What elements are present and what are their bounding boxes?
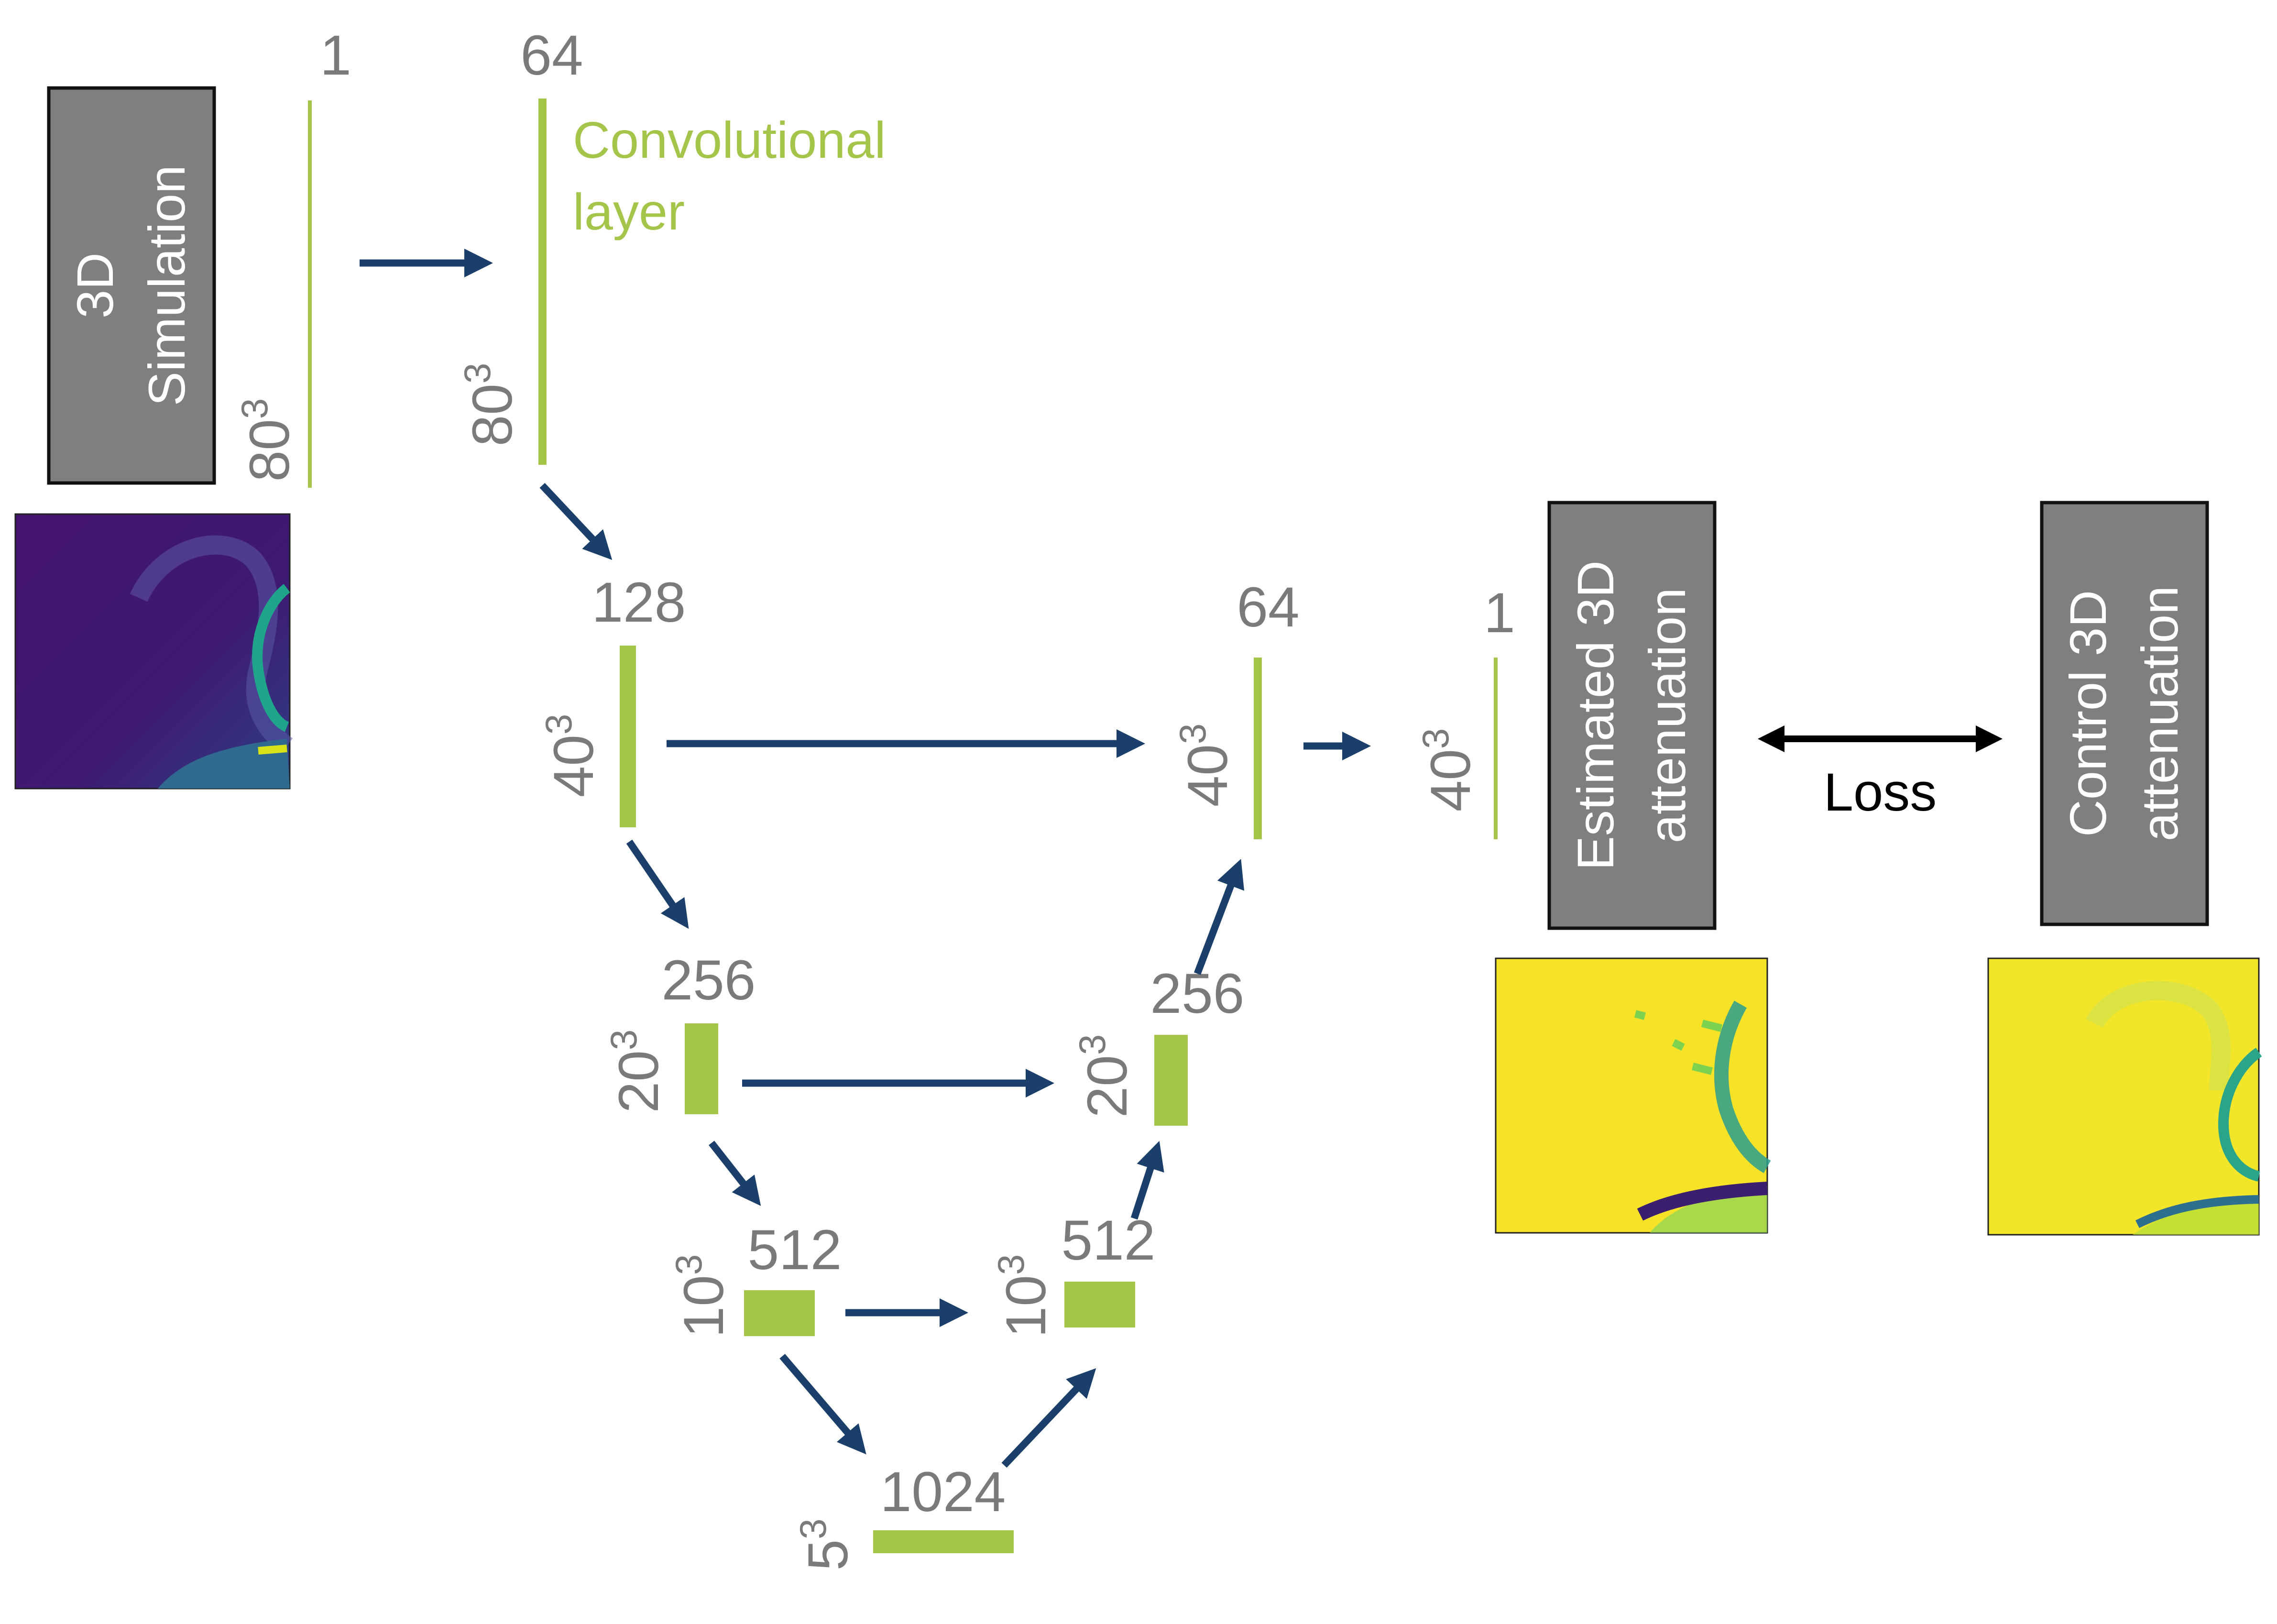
- input-box-label-line: 3D: [66, 252, 124, 318]
- loss-label: Loss: [1824, 762, 1937, 822]
- layer-up3: 512 103: [990, 1209, 1155, 1338]
- layer-down3-size: 103: [668, 1254, 735, 1338]
- size-base: 40: [1419, 749, 1482, 812]
- input-slice-image: [14, 513, 293, 790]
- input-box-label-line: Simulation: [138, 165, 196, 406]
- layer-up1-size: 403: [1171, 724, 1239, 807]
- arrow-conv1-to-down1: [539, 483, 613, 560]
- size-base: 40: [542, 735, 605, 797]
- arrow-bottleneck-to-up3: [1001, 1368, 1096, 1468]
- legend-convolutional-layer: Convolutional layer: [573, 111, 886, 241]
- layer-down1-size: 403: [537, 714, 605, 798]
- arrow-up2-to-up1: [1193, 858, 1245, 975]
- arrow-down2-to-down3: [709, 1141, 761, 1206]
- layer-bottleneck-size: 53: [792, 1518, 860, 1570]
- layer-conv1-channels: 64: [520, 24, 583, 87]
- layer-down1: 128 403: [537, 571, 686, 827]
- layer-conv1: 64 803: [456, 24, 583, 465]
- layer-output: 1 403: [1414, 582, 1515, 839]
- layer-up1: 64 403: [1171, 576, 1300, 839]
- size-base: 80: [238, 419, 301, 482]
- layer-up2-size: 203: [1071, 1034, 1139, 1118]
- legend-line: Convolutional: [573, 111, 886, 169]
- size-exponent: 3: [602, 1030, 645, 1050]
- size-exponent: 3: [1071, 1034, 1113, 1055]
- layer-down1-channels: 128: [592, 571, 686, 634]
- layer-up1-channels: 64: [1237, 576, 1299, 639]
- layer-down3: 512 103: [668, 1218, 842, 1338]
- size-exponent: 3: [456, 363, 498, 384]
- layer-input-channels: 1: [320, 24, 351, 87]
- size-exponent: 3: [792, 1518, 834, 1539]
- layer-down2-channels: 256: [662, 949, 756, 1012]
- size-base: 20: [1076, 1055, 1139, 1118]
- size-exponent: 3: [537, 714, 580, 735]
- layer-down3-channels: 512: [748, 1218, 842, 1282]
- size-base: 10: [995, 1275, 1058, 1338]
- layer-down2: 256 203: [602, 949, 755, 1114]
- layer-bottleneck-channels: 1024: [880, 1460, 1006, 1524]
- layer-input-size: 803: [233, 398, 301, 482]
- layer-output-size: 403: [1414, 728, 1482, 812]
- legend-line: layer: [573, 183, 685, 241]
- size-base: 80: [461, 384, 524, 446]
- layer-up3-size: 103: [990, 1254, 1058, 1338]
- arrow-down1-to-down2: [626, 839, 689, 929]
- control-box-label-line: Control 3D: [2059, 590, 2117, 837]
- size-base: 5: [797, 1539, 860, 1571]
- layer-down2-size: 203: [602, 1030, 670, 1113]
- arrow-down3-to-bottleneck: [779, 1354, 866, 1455]
- size-exponent: 3: [668, 1254, 710, 1275]
- size-exponent: 3: [990, 1254, 1032, 1275]
- size-base: 40: [1176, 744, 1239, 807]
- layer-up3-channels: 512: [1062, 1209, 1156, 1272]
- size-exponent: 3: [1171, 724, 1214, 744]
- layer-input: 1 803: [233, 24, 351, 488]
- estimated-box-label-line: Estimated 3D: [1566, 560, 1624, 870]
- layer-up2: 256 203: [1071, 962, 1244, 1126]
- layer-output-channels: 1: [1484, 582, 1515, 645]
- arrows: [360, 249, 1371, 1468]
- size-base: 10: [672, 1275, 735, 1338]
- estimated-slice-image: [1495, 957, 1771, 1234]
- size-base: 20: [607, 1050, 670, 1113]
- control-slice-image: [1987, 957, 2262, 1236]
- layer-bottleneck: 1024 53: [792, 1460, 1014, 1571]
- size-exponent: 3: [233, 398, 275, 419]
- estimated-box-label-line: attenuation: [1638, 588, 1696, 843]
- size-exponent: 3: [1414, 728, 1456, 749]
- control-box-label-line: attenuation: [2131, 586, 2189, 841]
- arrow-up3-to-up2: [1130, 1141, 1164, 1220]
- layer-conv1-size: 803: [456, 363, 524, 447]
